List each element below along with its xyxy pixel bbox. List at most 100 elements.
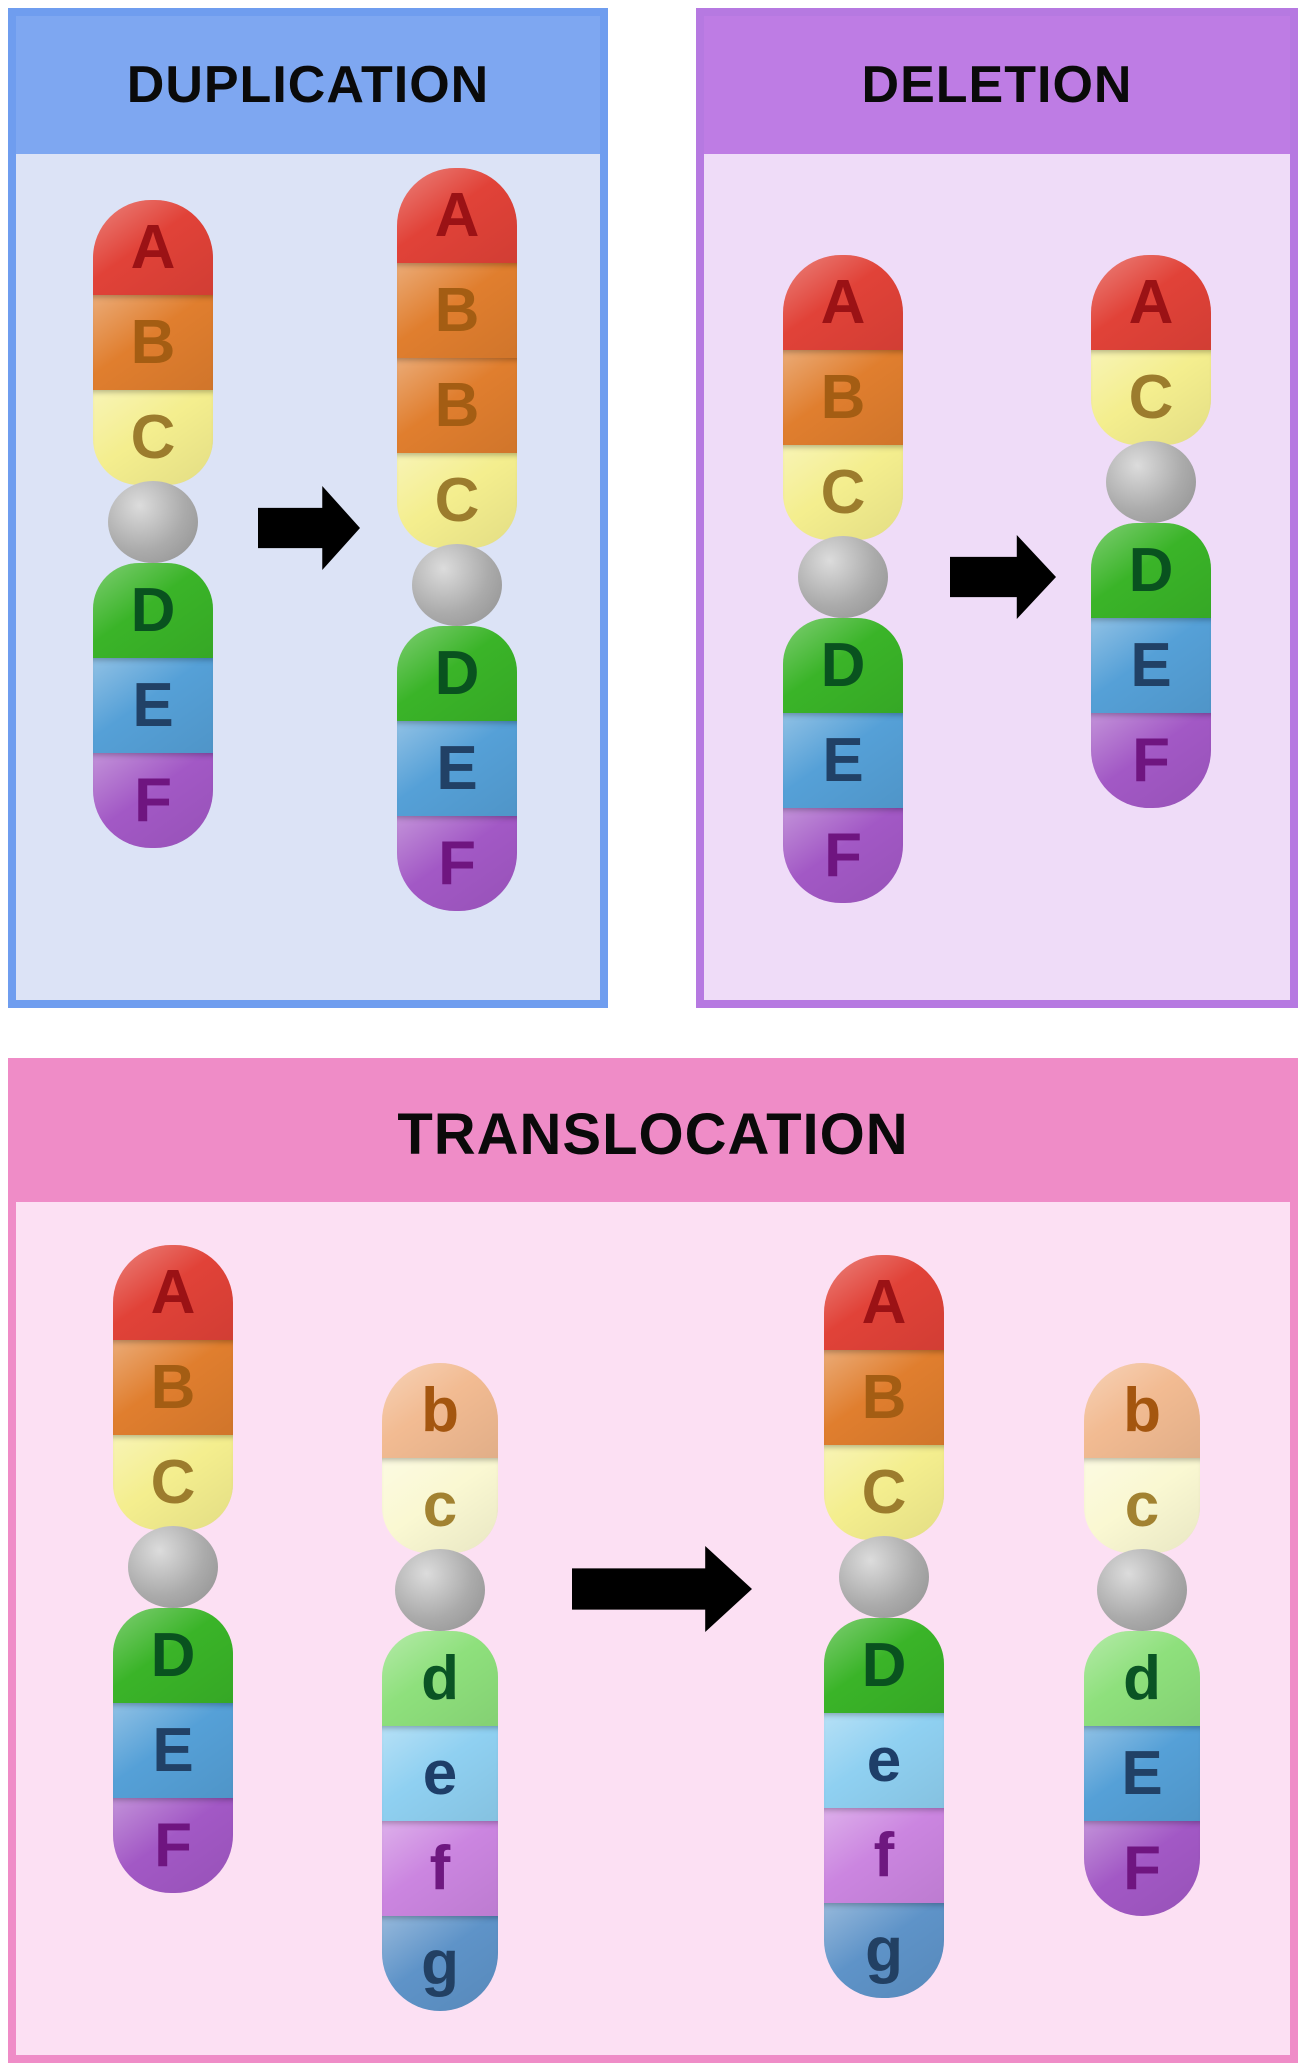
- panel-deletion-title: DELETION: [861, 56, 1133, 114]
- segment-label-b: b: [421, 1375, 459, 1445]
- segment-E: E: [93, 658, 213, 753]
- segment-F: F: [397, 816, 517, 911]
- centromere-icon: [108, 481, 198, 563]
- panel-translocation: TRANSLOCATION: [8, 1058, 1298, 2063]
- segment-d: d: [382, 1631, 498, 1726]
- segment-label-f: f: [873, 1820, 895, 1890]
- segment-label-C: C: [434, 465, 480, 535]
- segment-label-B: B: [130, 307, 176, 377]
- segment-label-E: E: [152, 1715, 194, 1785]
- segment-label-D: D: [861, 1630, 907, 1700]
- segment-B: B: [113, 1340, 233, 1435]
- segment-label-E: E: [1130, 630, 1172, 700]
- centromere-icon: [1097, 1549, 1187, 1631]
- segment-label-c: c: [1124, 1470, 1160, 1540]
- segment-label-E: E: [436, 733, 478, 803]
- segment-f: f: [382, 1821, 498, 1916]
- segment-B: B: [397, 263, 517, 358]
- segment-label-B: B: [861, 1362, 907, 1432]
- segment-A: A: [113, 1245, 233, 1340]
- segment-e: e: [382, 1726, 498, 1821]
- segment-d: d: [1084, 1631, 1200, 1726]
- segment-C: C: [1091, 350, 1211, 445]
- segment-D: D: [824, 1618, 944, 1713]
- segment-label-E: E: [822, 725, 864, 795]
- segment-label-C: C: [130, 402, 176, 472]
- segment-label-F: F: [1123, 1833, 1161, 1903]
- segment-label-A: A: [434, 180, 480, 250]
- panel-duplication-title: DUPLICATION: [126, 56, 490, 114]
- centromere-icon: [798, 536, 888, 618]
- segment-B: B: [783, 350, 903, 445]
- segment-F: F: [783, 808, 903, 903]
- segment-label-A: A: [150, 1257, 196, 1327]
- segment-label-g: g: [421, 1928, 459, 1998]
- segment-A: A: [783, 255, 903, 350]
- segment-label-D: D: [434, 638, 480, 708]
- segment-label-E: E: [1121, 1738, 1163, 1808]
- segment-D: D: [113, 1608, 233, 1703]
- segment-f: f: [824, 1808, 944, 1903]
- segment-label-C: C: [150, 1447, 196, 1517]
- segment-label-F: F: [438, 828, 476, 898]
- segment-A: A: [824, 1255, 944, 1350]
- segment-e: e: [824, 1713, 944, 1808]
- centromere-icon: [412, 544, 502, 626]
- segment-B: B: [397, 358, 517, 453]
- segment-label-D: D: [150, 1620, 196, 1690]
- panel-translocation-title: TRANSLOCATION: [397, 1101, 909, 1167]
- segment-label-d: d: [421, 1643, 459, 1713]
- panel-translocation-header: TRANSLOCATION: [16, 1066, 1290, 1202]
- segment-A: A: [93, 200, 213, 295]
- segment-label-A: A: [820, 267, 866, 337]
- segment-label-f: f: [429, 1833, 451, 1903]
- segment-C: C: [113, 1435, 233, 1530]
- centromere-icon: [839, 1536, 929, 1618]
- segment-label-g: g: [865, 1915, 903, 1985]
- segment-label-C: C: [820, 457, 866, 527]
- segment-A: A: [1091, 255, 1211, 350]
- segment-C: C: [824, 1445, 944, 1540]
- segment-label-b: b: [1123, 1375, 1161, 1445]
- segment-label-B: B: [150, 1352, 196, 1422]
- segment-c: c: [1084, 1458, 1200, 1553]
- segment-D: D: [93, 563, 213, 658]
- segment-b: b: [382, 1363, 498, 1458]
- segment-label-C: C: [1128, 362, 1174, 432]
- segment-D: D: [783, 618, 903, 713]
- segment-A: A: [397, 168, 517, 263]
- segment-label-E: E: [132, 670, 174, 740]
- segment-label-C: C: [861, 1457, 907, 1527]
- segment-F: F: [1084, 1821, 1200, 1916]
- segment-E: E: [1091, 618, 1211, 713]
- segment-C: C: [783, 445, 903, 540]
- segment-label-A: A: [130, 212, 176, 282]
- segment-label-F: F: [154, 1810, 192, 1880]
- segment-label-F: F: [824, 820, 862, 890]
- segment-label-d: d: [1123, 1643, 1161, 1713]
- segment-label-F: F: [1132, 725, 1170, 795]
- segment-F: F: [93, 753, 213, 848]
- panel-deletion-header: DELETION: [704, 16, 1290, 154]
